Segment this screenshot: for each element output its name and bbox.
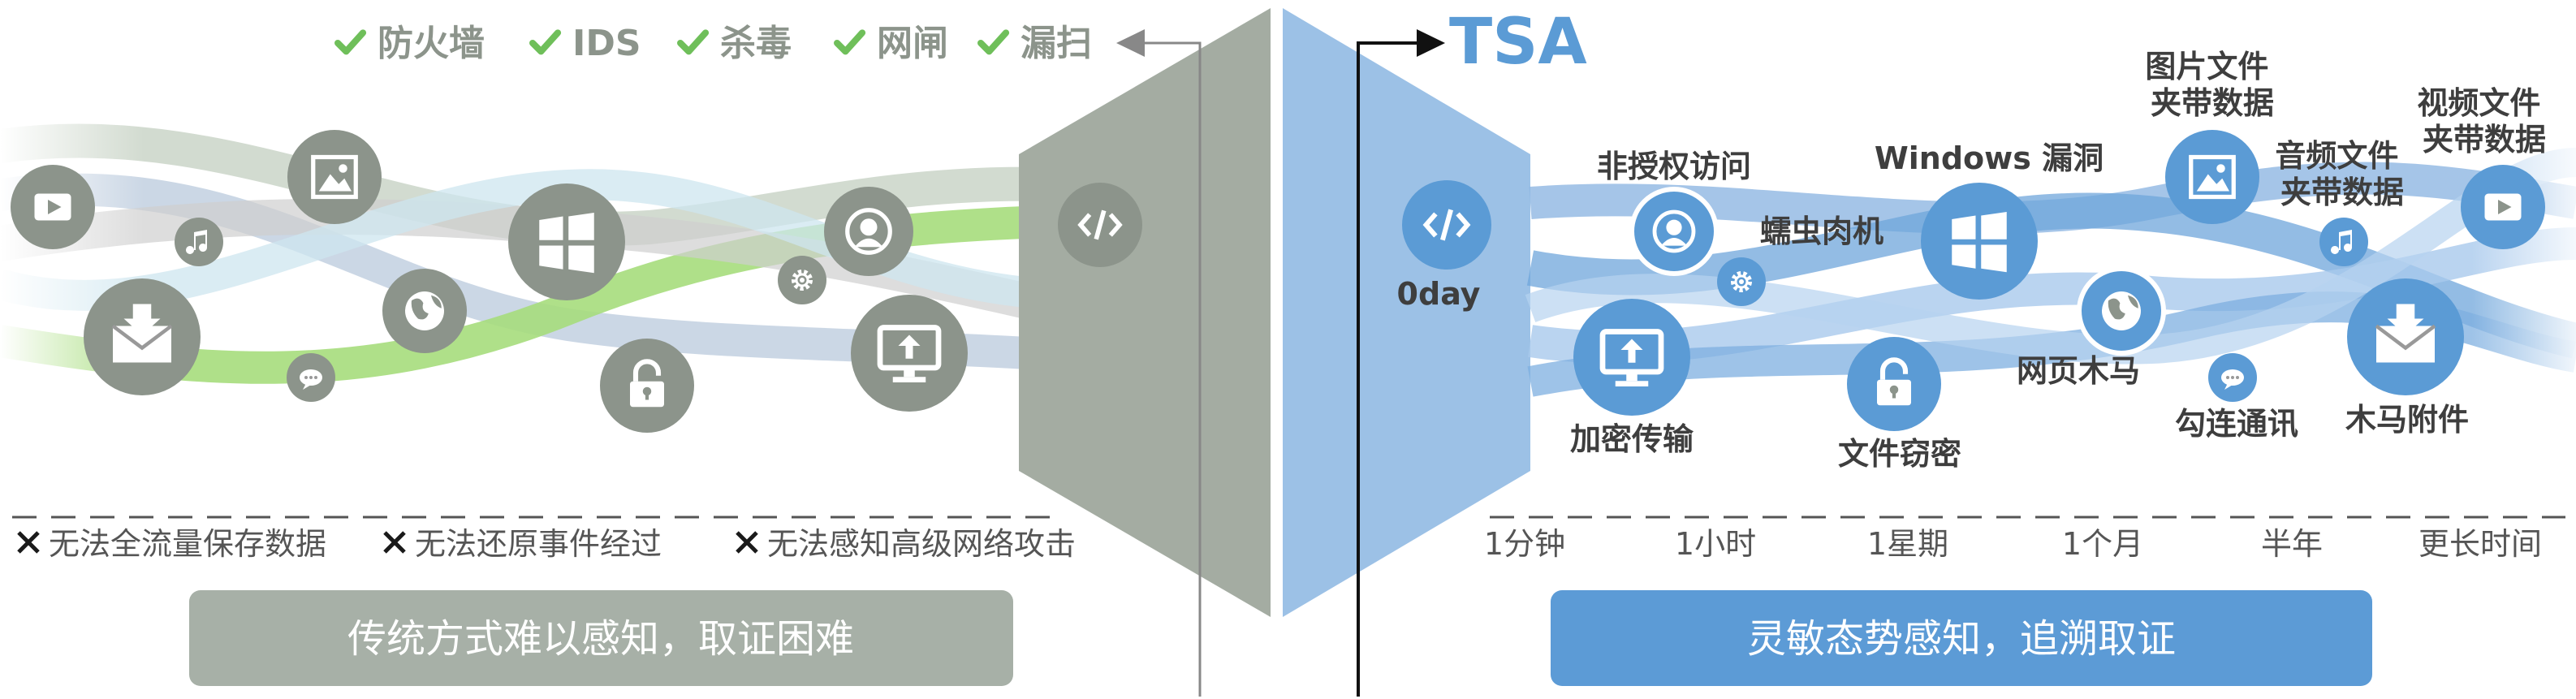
tsa-caption-box: 灵敏态势感知，追溯取证 bbox=[1551, 590, 2372, 686]
music-icon bbox=[2319, 218, 2368, 266]
legacy-connector-arrow bbox=[1116, 29, 1202, 697]
code-icon bbox=[1402, 180, 1491, 270]
email-icon bbox=[2347, 278, 2464, 395]
globe-icon bbox=[382, 269, 467, 353]
email-icon bbox=[84, 278, 201, 395]
legacy-device-gatekeeper: 网闸 bbox=[837, 23, 948, 64]
user-icon bbox=[1629, 187, 1719, 276]
legacy-device-ids: IDS bbox=[533, 23, 641, 64]
play-icon bbox=[11, 165, 95, 249]
tsa-icons bbox=[1402, 130, 2545, 431]
picture-icon bbox=[287, 130, 382, 224]
chat-icon bbox=[287, 353, 335, 402]
legacy-device-label: 网闸 bbox=[877, 23, 948, 64]
code-icon bbox=[1058, 183, 1142, 267]
legacy-failure-item: 无法感知高级网络攻击 bbox=[737, 526, 1076, 562]
threat-label-encrypted-transfer: 加密传输 bbox=[1570, 421, 1694, 457]
play-icon bbox=[2461, 165, 2545, 249]
timeline-tick: 1分钟 bbox=[1484, 526, 1565, 562]
legacy-device-label: 漏扫 bbox=[1020, 23, 1092, 64]
lock-icon bbox=[600, 339, 694, 433]
threat-label-collusion-comm: 勾连通讯 bbox=[2175, 406, 2298, 442]
timeline-tick: 半年 bbox=[2261, 526, 2323, 562]
threat-label-file-theft: 文件窃密 bbox=[1838, 436, 1961, 472]
svg-text:无法还原事件经过: 无法还原事件经过 bbox=[415, 526, 662, 562]
legacy-failure-list: 无法全流量保存数据 无法还原事件经过 无法感知高级网络攻击 bbox=[19, 526, 1076, 562]
tsa-caption: 灵敏态势感知，追溯取证 bbox=[1747, 616, 2176, 662]
timeline-tick: 1小时 bbox=[1675, 526, 1756, 562]
tsa-threat-labels: 0day 非授权访问 蠕虫肉机 Windows 漏洞 加密传输 文件窃密 网页木… bbox=[1397, 49, 2551, 472]
picture-icon bbox=[2165, 130, 2259, 224]
tsa-title: TSA bbox=[1449, 6, 1587, 79]
legacy-icons bbox=[11, 130, 1142, 433]
legacy-caption-box: 传统方式难以感知，取证困难 bbox=[189, 590, 1013, 686]
threat-label-trojan-attachment: 木马附件 bbox=[2345, 402, 2469, 438]
user-icon bbox=[824, 187, 913, 276]
legacy-device-list: 防火墙 IDS 杀毒 网闸 漏扫 bbox=[338, 23, 1092, 64]
windows-icon bbox=[1921, 183, 2038, 300]
legacy-device-firewall: 防火墙 bbox=[338, 23, 485, 64]
music-icon bbox=[175, 218, 223, 266]
tsa-connector-arrow bbox=[1357, 29, 1445, 697]
legacy-caption: 传统方式难以感知，取证困难 bbox=[347, 616, 854, 662]
gear-icon bbox=[1717, 257, 1766, 306]
svg-text:无法感知高级网络攻击: 无法感知高级网络攻击 bbox=[767, 526, 1076, 562]
windows-icon bbox=[508, 183, 625, 300]
legacy-device-scanner: 漏扫 bbox=[981, 23, 1092, 64]
chat-icon bbox=[2208, 353, 2257, 402]
threat-label-unauthorized-access: 非授权访问 bbox=[1597, 149, 1751, 184]
lock-icon bbox=[1847, 337, 1941, 431]
threat-label-web-trojan: 网页木马 bbox=[2017, 353, 2140, 389]
timeline-tick: 更长时间 bbox=[2419, 526, 2542, 562]
legacy-device-antivirus: 杀毒 bbox=[680, 23, 792, 64]
legacy-failure-item: 无法还原事件经过 bbox=[385, 526, 662, 562]
threat-label-video-file: 视频文件 夹带数据 bbox=[2417, 85, 2551, 157]
tsa-timeline: 1分钟 1小时 1星期 1个月 半年 更长时间 bbox=[1484, 526, 2542, 562]
threat-label-windows-vuln: Windows 漏洞 bbox=[1875, 140, 2104, 176]
threat-label-image-file: 图片文件 夹带数据 bbox=[2145, 49, 2279, 121]
threat-label-worm: 蠕虫肉机 bbox=[1760, 214, 1883, 249]
threat-label-0day: 0day bbox=[1397, 276, 1481, 312]
timeline-tick: 1个月 bbox=[2062, 526, 2143, 562]
legacy-failure-item: 无法全流量保存数据 bbox=[19, 526, 326, 562]
legacy-device-label: 防火墙 bbox=[378, 23, 485, 64]
legacy-device-label: IDS bbox=[572, 23, 641, 64]
upload-icon bbox=[851, 295, 968, 412]
globe-icon bbox=[2077, 266, 2166, 356]
timeline-tick: 1星期 bbox=[1867, 526, 1948, 562]
legacy-device-label: 杀毒 bbox=[720, 23, 792, 64]
svg-text:无法全流量保存数据: 无法全流量保存数据 bbox=[49, 526, 326, 562]
upload-icon bbox=[1573, 299, 1690, 416]
gear-icon bbox=[778, 256, 826, 304]
tsa-panel bbox=[1283, 8, 1530, 617]
threat-label-audio-file: 音频文件 夹带数据 bbox=[2275, 138, 2409, 210]
legacy-panel bbox=[1019, 8, 1271, 617]
